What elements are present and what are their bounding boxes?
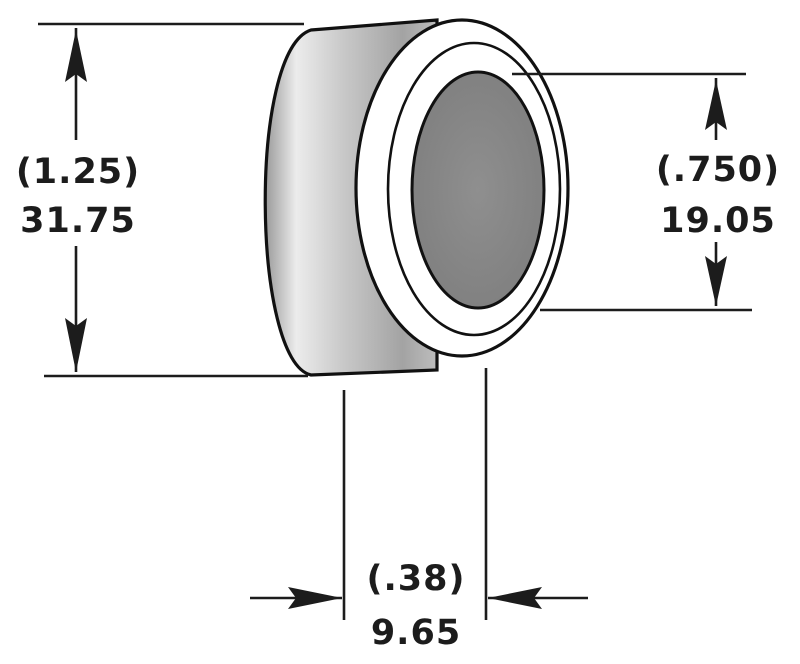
length-dimension: (.38) 9.65: [250, 368, 588, 653]
outer-diameter-dimension: (1.25) 31.75: [16, 22, 308, 378]
length-mm-label: 9.65: [371, 613, 461, 653]
spacer-part: [263, 18, 570, 377]
length-arrow-right: [488, 587, 542, 609]
od-inch-label: (1.25): [16, 152, 140, 192]
id-arrow-top: [705, 80, 727, 130]
spacer-chamfer-ring: [386, 41, 562, 337]
length-inch-label: (.38): [367, 559, 466, 599]
inner-diameter-dimension: (.750) 19.05: [512, 72, 780, 312]
od-arrow-top: [65, 30, 87, 82]
id-arrow-bottom: [705, 256, 727, 306]
od-arrow-bottom: [65, 318, 87, 372]
spacer-bore: [410, 70, 546, 310]
id-mm-label: 19.05: [660, 201, 776, 241]
od-mm-label: 31.75: [20, 201, 136, 241]
length-arrow-left: [288, 587, 342, 609]
id-inch-label: (.750): [656, 150, 780, 190]
